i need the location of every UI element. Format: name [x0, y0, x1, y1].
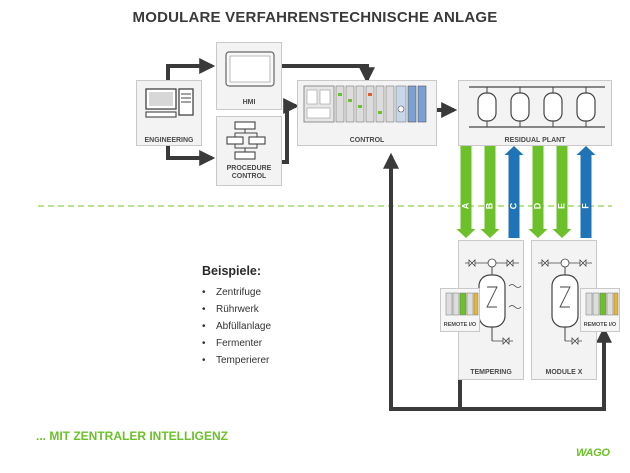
plc-controller-icon: [303, 85, 427, 123]
example-item: •Fermenter: [202, 338, 263, 349]
stream-arrow-d: D: [528, 146, 548, 238]
hmi-label: HMI: [242, 99, 256, 106]
hmi-block: HMI: [216, 42, 282, 110]
control-block: CONTROL: [297, 80, 437, 146]
remote-io-right: REMOTE I/O: [580, 288, 620, 332]
remote-io-left: REMOTE I/O: [440, 288, 480, 332]
stream-label: D: [532, 202, 542, 209]
engineering-block: ENGINEERING: [136, 80, 202, 146]
flowchart-icon: [226, 121, 266, 160]
stream-label: A: [460, 202, 470, 209]
arrow-hmi-control: [282, 64, 375, 84]
arrow-procedure-control: [282, 98, 300, 164]
control-label: CONTROL: [349, 137, 385, 144]
examples-heading: Beispiele:: [202, 264, 262, 278]
computer-icon: [145, 88, 194, 118]
remote-io-left-label: REMOTE I/O: [443, 322, 477, 328]
tempering-label: TEMPERING: [470, 369, 512, 376]
reactor-icon: [538, 258, 592, 345]
procedure-label-2: CONTROL: [231, 173, 267, 180]
example-item: •Abfüllanlage: [202, 321, 272, 332]
page-title: MODULARE VERFAHRENSTECHNISCHE ANLAGE: [132, 9, 498, 26]
stream-arrow-c: C: [504, 146, 524, 238]
procedure-label-1: PROCEDURE: [226, 165, 272, 172]
footer-tagline: ... MIT ZENTRALER INTELLIGENZ: [36, 429, 228, 443]
engineering-label: ENGINEERING: [144, 137, 194, 144]
stream-arrow-b: B: [480, 146, 500, 238]
residual-plant-label: RESIDUAL PLANT: [504, 137, 566, 144]
stream-label: B: [484, 202, 494, 209]
stream-arrow-f: F: [576, 146, 596, 238]
stream-label: F: [580, 203, 590, 209]
stream-arrow-e: E: [552, 146, 572, 238]
arrow-moduleX-loop: [460, 325, 606, 411]
example-item: •Rührwerk: [202, 304, 259, 315]
stream-label: C: [508, 202, 518, 209]
io-module-icon: [445, 292, 479, 316]
hmi-panel-icon: [225, 51, 275, 87]
module-x-label: MODULE X: [545, 369, 583, 376]
example-item: •Temperierer: [202, 355, 270, 366]
residual-plant-block: RESIDUAL PLANT: [458, 80, 612, 146]
procedure-control-block: PROCEDURE CONTROL: [216, 116, 282, 186]
tanks-icon: [469, 86, 605, 128]
examples-list: Beispiele: •Zentrifuge •Rührwerk •Abfüll…: [202, 264, 271, 369]
brand-logo: WAGO: [576, 447, 610, 459]
example-item: •Zentrifuge: [202, 287, 262, 298]
stream-arrow-a: A: [456, 146, 476, 238]
io-module-icon: [585, 292, 619, 316]
stream-label: E: [556, 203, 566, 209]
remote-io-right-label: REMOTE I/O: [583, 322, 617, 328]
